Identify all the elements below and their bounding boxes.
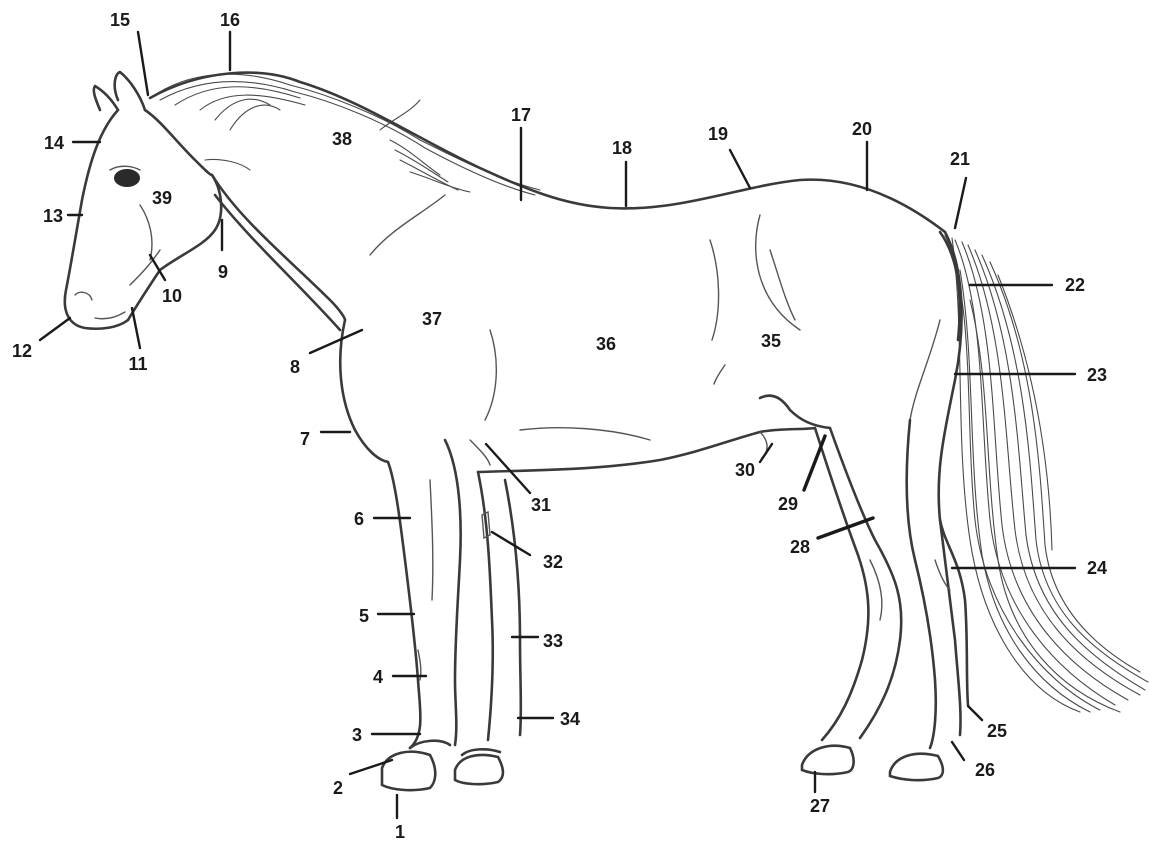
label-22: 22 [1065, 275, 1085, 295]
hoof-near-fore [382, 752, 435, 790]
label-8: 8 [290, 357, 300, 377]
label-37: 37 [422, 309, 442, 329]
hoof-near-hind [890, 754, 943, 780]
label-29: 29 [778, 494, 798, 514]
leader-19 [730, 150, 750, 188]
label-26: 26 [975, 760, 995, 780]
label-13: 13 [43, 206, 63, 226]
label-34: 34 [560, 709, 580, 729]
label-3: 3 [352, 725, 362, 745]
label-2: 2 [333, 778, 343, 798]
label-15: 15 [110, 10, 130, 30]
leader-15 [138, 32, 148, 95]
front-legs [388, 440, 521, 755]
label-32: 32 [543, 552, 563, 572]
label-27: 27 [810, 796, 830, 816]
eye [114, 169, 140, 187]
horse-illustration [65, 72, 1148, 790]
head [65, 72, 221, 329]
label-17: 17 [511, 105, 531, 125]
label-30: 30 [735, 460, 755, 480]
label-9: 9 [218, 262, 228, 282]
label-12: 12 [12, 341, 32, 361]
label-24: 24 [1087, 558, 1107, 578]
label-23: 23 [1087, 365, 1107, 385]
leader-31 [486, 444, 530, 493]
label-1: 1 [395, 822, 405, 842]
hoof-far-hind [802, 746, 854, 774]
body-outline [150, 73, 968, 705]
leader-11 [132, 308, 140, 348]
leader-26 [952, 742, 964, 760]
hoof-far-fore [455, 755, 503, 784]
tail [940, 232, 1148, 712]
label-4: 4 [373, 667, 383, 687]
label-20: 20 [852, 119, 872, 139]
label-31: 31 [531, 495, 551, 515]
leader-21 [955, 178, 966, 228]
number-labels: 1 2 3 4 5 6 7 8 9 10 11 12 13 14 15 16 1… [12, 10, 1107, 842]
label-25: 25 [987, 721, 1007, 741]
leader-30 [760, 444, 772, 462]
label-21: 21 [950, 149, 970, 169]
label-39: 39 [152, 188, 172, 208]
label-33: 33 [543, 631, 563, 651]
leader-32 [492, 532, 530, 555]
leader-12 [40, 318, 70, 340]
label-35: 35 [761, 331, 781, 351]
leader-lines [40, 32, 1075, 818]
label-36: 36 [596, 334, 616, 354]
label-7: 7 [300, 429, 310, 449]
label-14: 14 [44, 133, 64, 153]
label-28: 28 [790, 537, 810, 557]
label-16: 16 [220, 10, 240, 30]
leader-29 [804, 436, 825, 490]
label-19: 19 [708, 124, 728, 144]
label-11: 11 [128, 354, 147, 374]
leader-8 [310, 330, 362, 353]
label-10: 10 [162, 286, 182, 306]
label-38: 38 [332, 129, 352, 149]
leader-25 [968, 706, 982, 720]
label-5: 5 [359, 606, 369, 626]
label-18: 18 [612, 138, 632, 158]
label-6: 6 [354, 509, 364, 529]
